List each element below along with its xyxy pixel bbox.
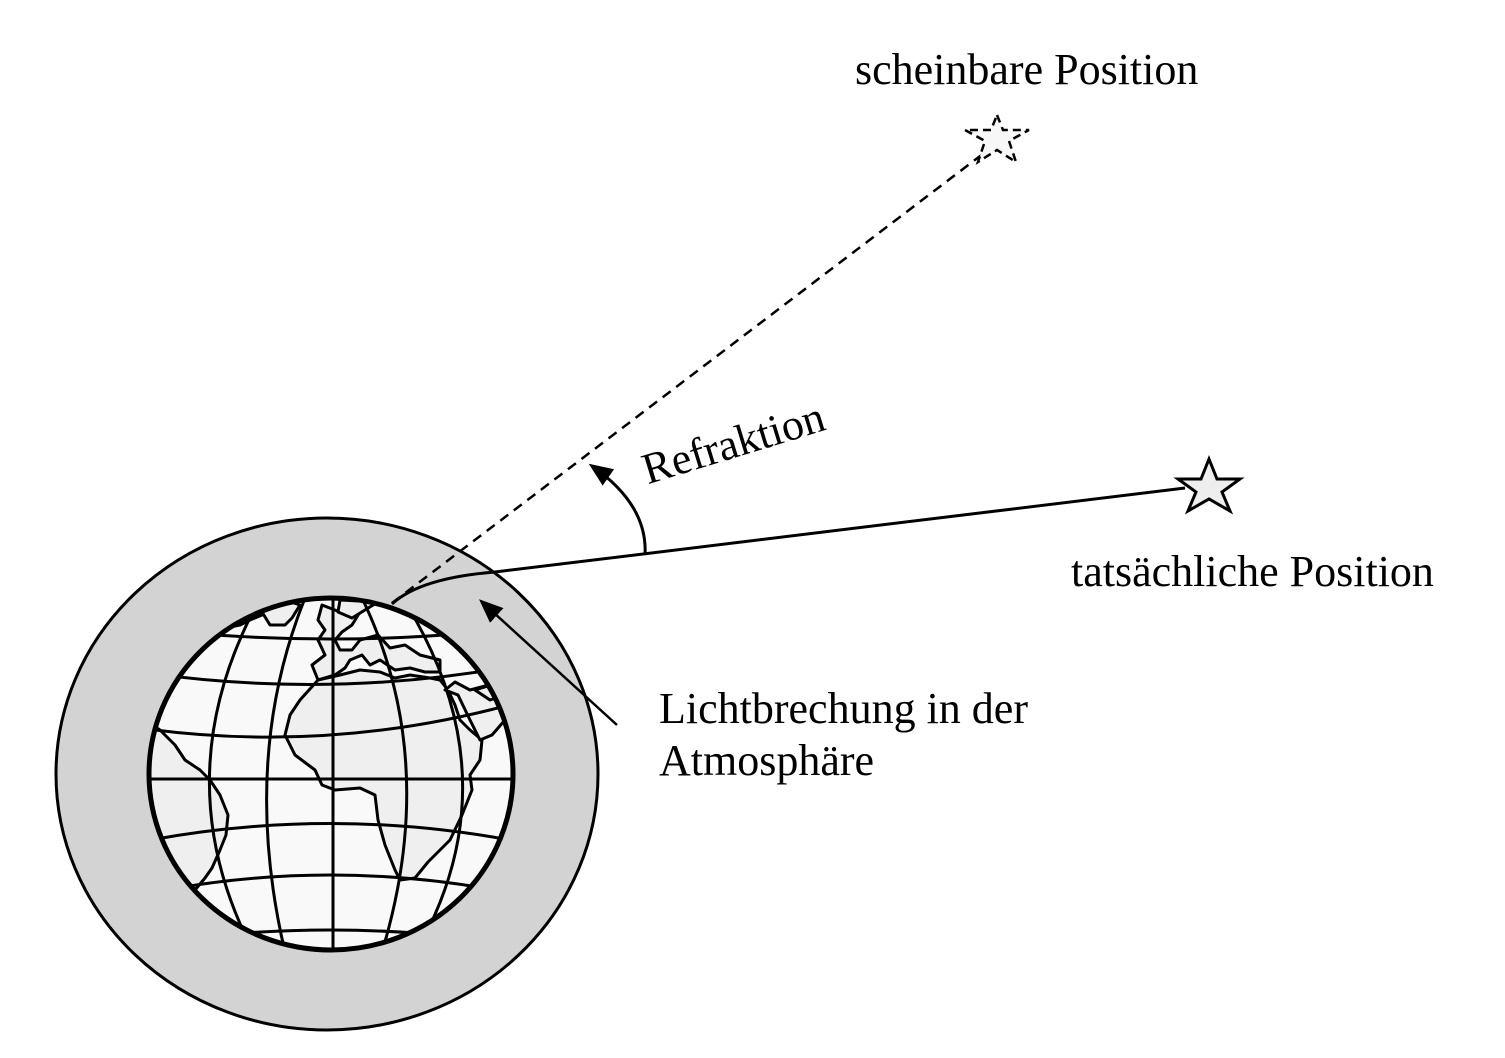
apparent-position-label: scheinbare Position	[855, 45, 1199, 94]
atmosphere-label-line2: Atmosphäre	[659, 736, 875, 785]
actual-star-icon	[1173, 454, 1245, 515]
atmosphere-label-line1: Lichtbrechung in der	[659, 684, 1028, 733]
atmosphere-refraction-label: Lichtbrechung in der Atmosphäre	[659, 683, 1028, 787]
apparent-line-of-sight	[391, 149, 989, 604]
refraction-arrow	[588, 463, 647, 556]
longitude-lines	[208, 598, 465, 950]
apparent-star-icon	[964, 111, 1030, 165]
actual-position-label: tatsächliche Position	[1071, 547, 1434, 596]
atmosphere-pointer-arrow	[479, 599, 618, 726]
true-light-ray	[390, 486, 1186, 606]
